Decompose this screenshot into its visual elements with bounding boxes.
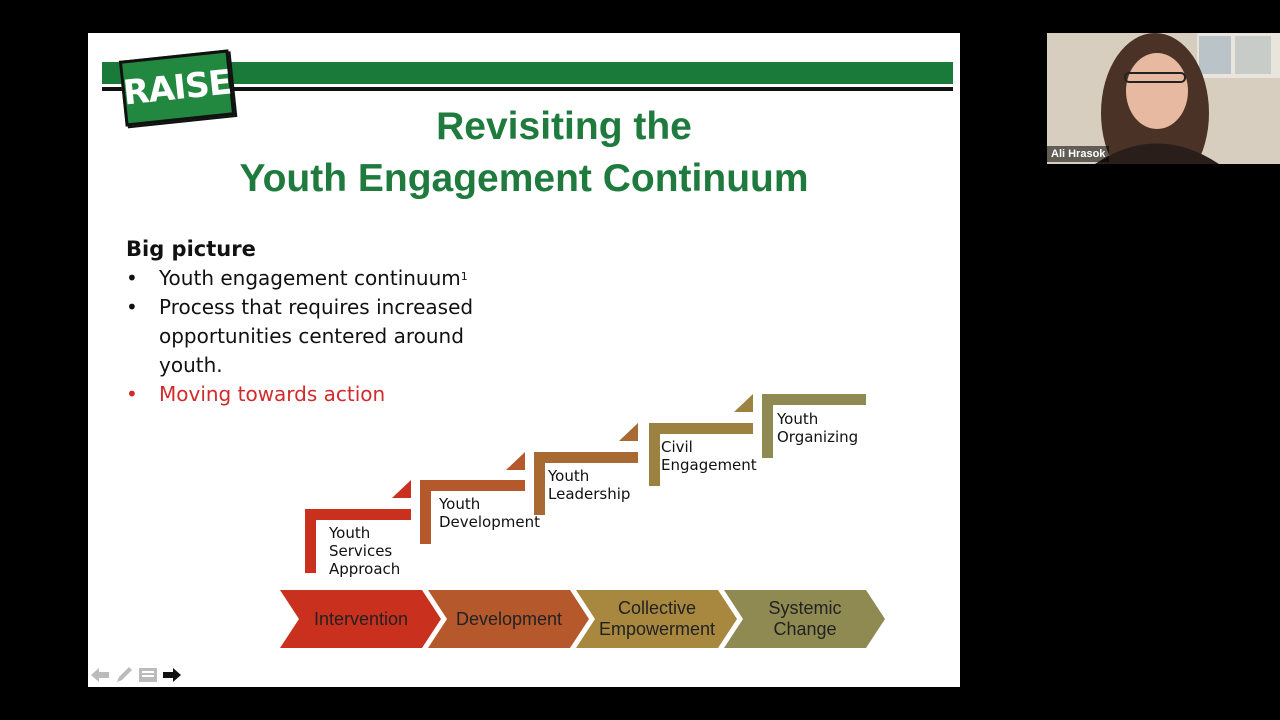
slide-content: Big picture • Youth engagement continuum… [126, 235, 506, 409]
step-1-shape [305, 480, 411, 573]
step-label-line: Youth [548, 467, 590, 485]
bullet-text: Youth engagement continuum1 [159, 264, 468, 293]
pencil-icon [117, 667, 132, 682]
step-label-line: Youth [439, 495, 481, 513]
bullet-text: Moving towards action [159, 382, 386, 406]
step-label-youth-leadership: Youth Leadership [548, 467, 630, 503]
chevron-label-line: Empowerment [598, 619, 716, 639]
menu-icon [139, 668, 157, 682]
participant-name-tag: Ali Hrasok [1047, 146, 1110, 162]
header-rule [102, 87, 953, 91]
step-label-line: Development [439, 513, 540, 531]
slide-menu-button[interactable] [138, 665, 158, 685]
chevron-collective-empowerment [576, 590, 737, 648]
step-label-line: Leadership [548, 485, 631, 503]
bullet-item-highlight: • Moving towards action [126, 380, 506, 409]
bullet-item: • Youth engagement continuum1 [126, 264, 506, 293]
participant-video-feed [1047, 33, 1280, 164]
chevron-systemic-change [724, 590, 885, 648]
chevron-label-line: Development [455, 608, 563, 629]
footnote-marker: 1 [460, 270, 468, 283]
continuum-diagram [280, 394, 885, 648]
pen-tool-button[interactable] [114, 665, 134, 685]
step-label-youth-services: Youth Services Approach [329, 524, 400, 578]
title-line-1: Revisiting the [436, 105, 692, 148]
chevron-development [428, 590, 589, 648]
next-slide-button[interactable] [162, 665, 182, 685]
step-label-line: Approach [329, 560, 401, 578]
step-label-line: Services [329, 542, 393, 560]
step-label-line: Youth [777, 410, 819, 428]
chevron-label-intervention: Intervention [293, 590, 429, 648]
content-heading: Big picture [126, 237, 256, 261]
step-label-line: Engagement [661, 456, 757, 474]
step-label-civil-engagement: Civil Engagement [661, 438, 757, 474]
step-label-youth-development: Youth Development [439, 495, 540, 531]
chevron-label-systemic-change: Systemic Change [737, 590, 873, 648]
bullet-item: • Process that requires increased opport… [126, 293, 506, 380]
chevron-intervention [280, 590, 441, 648]
chevron-label-line: Intervention [313, 608, 409, 629]
slide-navigation [90, 664, 182, 686]
step-2-shape [420, 452, 525, 544]
bullet-marker: • [126, 266, 138, 290]
step-4-shape [649, 394, 753, 486]
presentation-slide: RAISE Revisiting the Youth Engagement Co… [88, 33, 960, 687]
bullet-text-main: Youth engagement continuum [159, 266, 461, 290]
step-3-shape [534, 423, 638, 515]
arrow-left-icon [91, 668, 109, 682]
chevron-label-line: Collective [617, 598, 697, 618]
chevron-label-line: Systemic [768, 598, 842, 618]
step-label-line: Organizing [777, 428, 859, 446]
chevron-label-collective-empowerment: Collective Empowerment [589, 590, 725, 648]
previous-slide-button[interactable] [90, 665, 110, 685]
slide-title: Revisiting the Youth Engagement Continuu… [88, 101, 960, 205]
bullet-marker: • [126, 295, 138, 319]
bullet-marker: • [126, 382, 138, 406]
arrow-right-icon [163, 668, 181, 682]
step-label-line: Civil [661, 438, 693, 456]
chevron-label-development: Development [441, 590, 577, 648]
participant-video-tile[interactable]: Ali Hrasok [1047, 33, 1280, 164]
bullet-text: Process that requires increased opportun… [159, 295, 474, 377]
header-bar [102, 62, 953, 84]
chevron-label-line: Change [773, 619, 837, 639]
step-label-youth-organizing: Youth Organizing [777, 410, 858, 446]
step-5-shape [762, 394, 866, 458]
step-label-line: Youth [329, 524, 371, 542]
title-line-2: Youth Engagement Continuum [239, 157, 809, 200]
